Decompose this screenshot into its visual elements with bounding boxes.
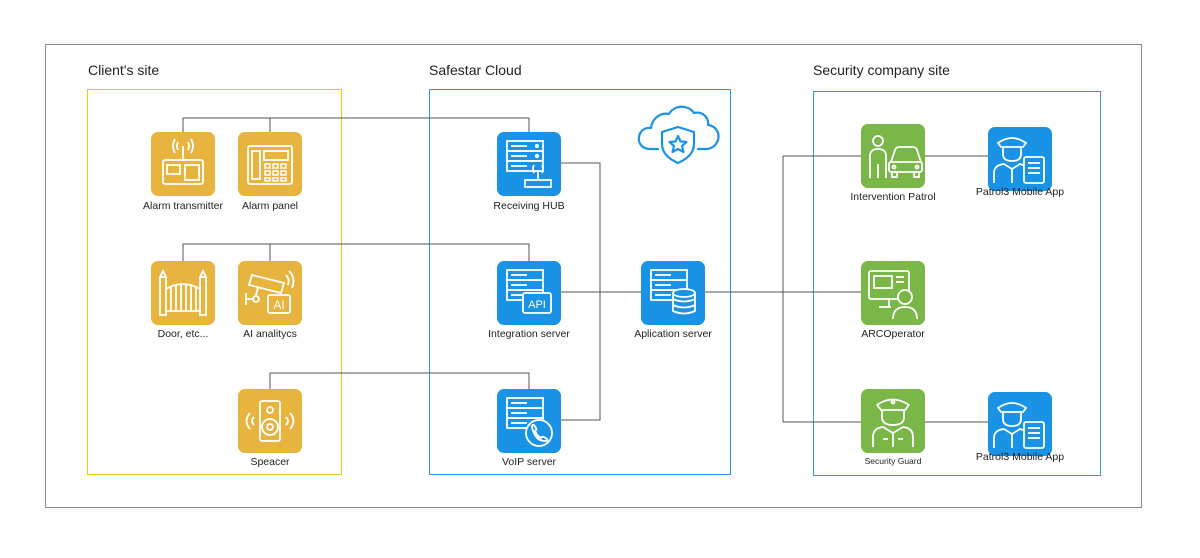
door-label: Door, etc...	[157, 328, 209, 340]
security-guard-node[interactable]	[861, 389, 925, 453]
api-badge: API	[528, 299, 546, 311]
patrol3-app-bottom-node[interactable]	[988, 392, 1052, 456]
security-guard-icon	[872, 398, 914, 447]
server-phone-icon	[506, 397, 553, 447]
cloud-shield-star-icon	[636, 97, 722, 169]
wire-alarm-to-hub	[182, 117, 530, 132]
security-site-box	[813, 91, 1101, 476]
voip-server-label: VoIP server	[501, 456, 557, 468]
alarm-panel-icon	[247, 145, 293, 185]
application-server-label: Aplication server	[634, 328, 712, 340]
receiving-hub-node[interactable]	[497, 132, 561, 196]
alarm-panel-label: Alarm panel	[241, 200, 299, 212]
svg-text:AI: AI	[273, 298, 284, 312]
wire-door-to-integration	[182, 243, 530, 261]
officer-phone-icon	[993, 137, 1045, 184]
alarm-transmitter-node[interactable]	[151, 132, 215, 196]
door-node[interactable]	[151, 261, 215, 325]
ai-camera-icon: AI	[245, 270, 295, 314]
voip-server-node[interactable]	[497, 389, 561, 453]
integration-server-node[interactable]: API	[497, 261, 561, 325]
cloud-title: Safestar Cloud	[429, 62, 522, 78]
patrol3-app-bottom-label: Patrol3 Mobile App	[975, 451, 1065, 463]
security-guard-label: Security Guard	[864, 456, 922, 466]
patrol-car-icon	[869, 135, 923, 178]
intervention-patrol-label: Intervention Patrol	[850, 191, 936, 203]
patrol3-app-top-label: Patrol3 Mobile App	[975, 186, 1065, 198]
diagram-frame	[45, 44, 1142, 508]
alarm-transmitter-icon	[162, 138, 204, 185]
operator-monitor-icon	[868, 270, 918, 320]
arc-operator-node[interactable]	[861, 261, 925, 325]
gate-icon	[159, 268, 207, 316]
client-site-box	[87, 89, 342, 475]
alarm-transmitter-label: Alarm transmitter	[143, 200, 223, 212]
speaker-icon	[245, 400, 295, 442]
application-server-node[interactable]	[641, 261, 705, 325]
ai-analytics-label: AI analitycs	[243, 328, 297, 340]
server-api-icon: API	[506, 269, 552, 314]
intervention-patrol-node[interactable]	[861, 124, 925, 188]
receiving-hub-label: Receiving HUB	[493, 200, 565, 212]
server-database-icon	[650, 269, 696, 315]
ai-analytics-node[interactable]: AI	[238, 261, 302, 325]
security-site-title: Security company site	[813, 62, 950, 78]
cloud-box	[429, 89, 731, 475]
officer-phone-icon	[993, 402, 1045, 449]
server-antenna-icon	[506, 140, 552, 188]
arc-operator-label: ARCOperator	[861, 328, 925, 340]
integration-server-label: Integration server	[488, 328, 570, 340]
patrol3-app-top-node[interactable]	[988, 127, 1052, 191]
speaker-label: Speacer	[250, 456, 290, 468]
speaker-node[interactable]	[238, 389, 302, 453]
client-site-title: Client's site	[88, 62, 160, 78]
wire-speaker-to-voip	[269, 372, 530, 389]
alarm-panel-node[interactable]	[238, 132, 302, 196]
